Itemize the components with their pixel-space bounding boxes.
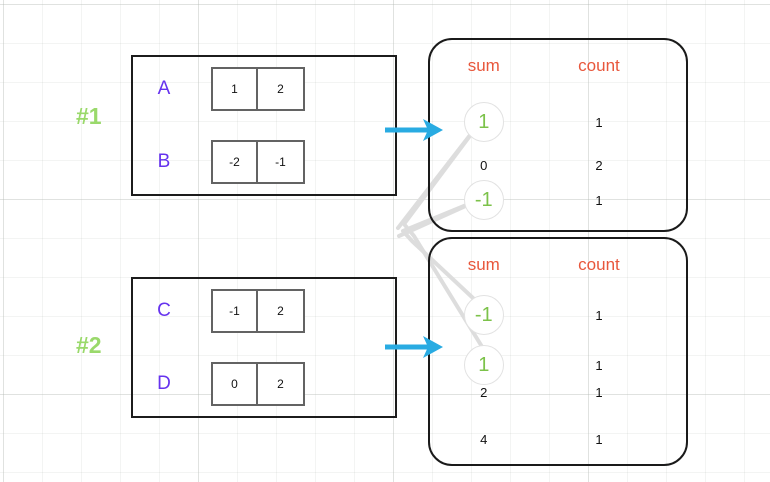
panel-2-sum-0-wrap: -1 [430, 295, 538, 335]
input-row-d: D 0 2 [141, 362, 305, 406]
cell-b-1: -1 [258, 140, 305, 184]
panel-2-count-2: 1 [595, 384, 603, 400]
cells-c: -1 2 [211, 289, 305, 333]
panel-1-sum-1: 0 [480, 157, 488, 173]
panel-2-sum-3-wrap: 4 [430, 419, 538, 459]
cell-c-0: -1 [211, 289, 258, 333]
input-block-2: C -1 2 D 0 2 [131, 277, 397, 418]
cells-b: -2 -1 [211, 140, 305, 184]
input-row-a: A 1 2 [141, 67, 305, 111]
panel-2-sum-0: -1 [463, 295, 504, 335]
panel-2-count-0: 1 [595, 307, 603, 323]
panel-1-headers: sum count [430, 56, 686, 76]
row-letter-c: C [157, 300, 171, 321]
input-row-b: B -2 -1 [141, 140, 305, 184]
group-label-2: #2 [76, 332, 102, 358]
panel-2-row-2: 2 1 [430, 372, 686, 412]
cell-d-1: 2 [258, 362, 305, 406]
panel-2-sum-3: 4 [480, 431, 488, 447]
panel-1-sum-2: -1 [463, 180, 504, 220]
cells-d: 0 2 [211, 362, 305, 406]
cell-a-1: 2 [258, 67, 305, 111]
panel-2-sum-2-wrap: 2 [430, 372, 538, 412]
panel-2-sum-2: 2 [480, 384, 488, 400]
cell-d-0: 0 [211, 362, 258, 406]
panel-2-sum-1: 1 [463, 345, 504, 385]
arrow-group-1 [385, 119, 443, 141]
panel-1-sum-1-wrap: 0 [430, 145, 538, 185]
panel-1-count-1: 2 [595, 157, 603, 173]
panel-1-header-count: count [578, 56, 620, 75]
panel-2-count-3: 1 [595, 431, 603, 447]
cell-c-1: 2 [258, 289, 305, 333]
panel-2: sum count -1 1 1 1 2 1 4 1 [428, 237, 688, 466]
panel-2-row-0: -1 1 [430, 295, 686, 335]
panel-1-sum-2-wrap: -1 [430, 180, 538, 220]
panel-1-sum-0-wrap: 1 [430, 102, 538, 142]
input-block-1: A 1 2 B -2 -1 [131, 55, 397, 196]
panel-2-header-count: count [578, 255, 620, 274]
panel-1-row-0: 1 1 [430, 102, 686, 142]
panel-1: sum count 1 1 0 2 -1 1 [428, 38, 688, 232]
cells-a: 1 2 [211, 67, 305, 111]
panel-1-row-2: -1 1 [430, 180, 686, 220]
cell-b-0: -2 [211, 140, 258, 184]
panel-2-count-1: 1 [595, 357, 603, 373]
panel-1-header-sum: sum [467, 56, 500, 75]
arrow-group-2 [385, 336, 443, 358]
row-letter-a: A [157, 78, 171, 99]
panel-1-row-1: 0 2 [430, 145, 686, 185]
panel-1-count-2: 1 [595, 192, 603, 208]
group-label-1: #1 [76, 103, 102, 129]
panel-2-header-sum: sum [467, 255, 500, 274]
input-row-c: C -1 2 [141, 289, 305, 333]
panel-1-sum-0: 1 [463, 102, 504, 142]
row-letter-d: D [157, 373, 171, 394]
panel-2-row-3: 4 1 [430, 419, 686, 459]
panel-2-headers: sum count [430, 255, 686, 275]
panel-1-count-0: 1 [595, 114, 603, 130]
row-letter-b: B [157, 151, 171, 172]
cell-a-0: 1 [211, 67, 258, 111]
